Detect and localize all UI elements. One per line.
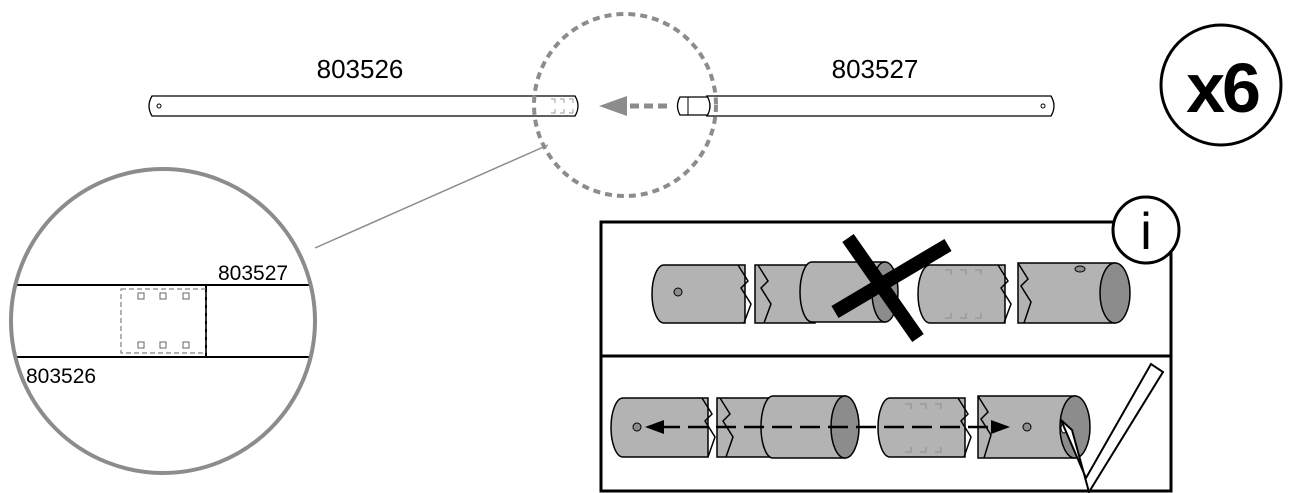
part-label-803526: 803526: [317, 54, 404, 84]
tube-end-slots: [551, 98, 574, 114]
alignment-arrow-icon: [645, 420, 1010, 434]
detail-magnifier: 803527 803526: [9, 167, 317, 475]
svg-text:i: i: [1140, 203, 1152, 261]
quantity-text: x6: [1186, 49, 1259, 127]
detail-slots: [137, 292, 190, 349]
correct-assembly: [610, 362, 1165, 493]
wrong-cross-icon: [831, 233, 952, 343]
insertion-arrow-icon: [599, 96, 667, 116]
info-icon: i: [1111, 195, 1181, 265]
top-assembly: 803526 803527: [148, 12, 1055, 198]
check-mark-icon: [1060, 362, 1165, 493]
detail-label-803526: 803526: [26, 365, 96, 388]
joint-highlight-circle: [532, 12, 718, 198]
wrong-assembly: [651, 233, 1131, 343]
info-panel: i: [599, 195, 1181, 493]
detail-label-803527: 803527: [218, 262, 288, 285]
tube-803527: [676, 95, 1055, 117]
part-label-803527: 803527: [832, 54, 919, 84]
quantity-badge: x6: [1159, 23, 1283, 147]
tube-803526: [148, 95, 579, 117]
magnifier-leader-line: [314, 144, 549, 249]
